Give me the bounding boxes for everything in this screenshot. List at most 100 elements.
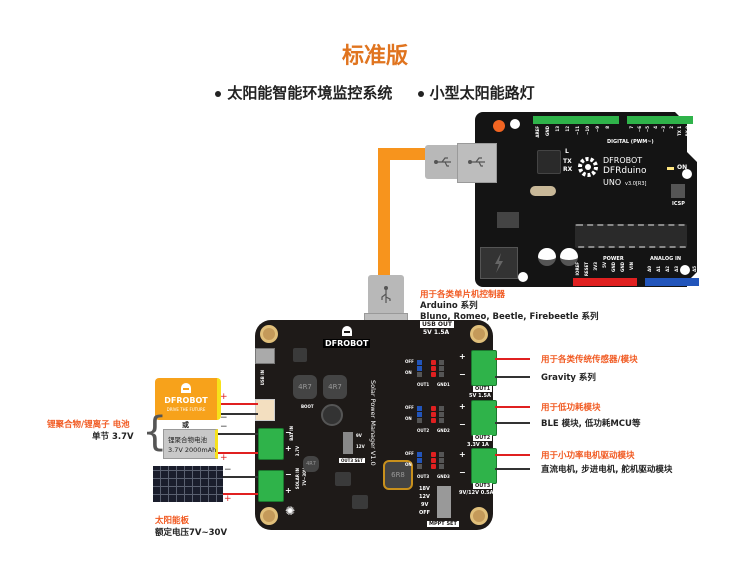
- analog-pin-label: A4: [683, 266, 688, 272]
- pin: [439, 412, 444, 417]
- out1-note-orange: 用于各类传统传感器/模块: [541, 355, 638, 365]
- analog-pin-label: A2: [665, 266, 670, 272]
- reset-button[interactable]: [493, 120, 505, 132]
- bat-voltage: 3.7V: [295, 446, 300, 457]
- robot-head-icon: [181, 383, 191, 393]
- digital-header-left: [533, 116, 619, 124]
- use-case-list: 太阳能智能环境监控系统 小型太阳能路灯: [0, 82, 750, 103]
- pin: [439, 406, 444, 411]
- mppt-set-label: MPPT SET: [427, 521, 459, 527]
- power-pin-label: IOREF: [575, 262, 580, 276]
- mount-hole: [470, 325, 488, 343]
- pin: [417, 458, 422, 463]
- icsp-header: [671, 184, 685, 198]
- power-pin-label: 3V3: [593, 262, 598, 271]
- battery-plus-wire: [218, 403, 258, 405]
- solar-terminal[interactable]: [258, 470, 284, 502]
- inductor-label: 6R8: [391, 471, 405, 479]
- digital-label: DIGITAL (PWM~): [607, 139, 654, 145]
- alt-battery-spec: 3.7V 2000mAh: [168, 446, 217, 454]
- inductor-large: 6R8: [383, 460, 413, 490]
- inductor-label: 4R7: [306, 461, 316, 467]
- out3-switch[interactable]: [343, 432, 353, 454]
- atmega-chip: [575, 224, 687, 248]
- digital-pin-label: AREF: [535, 126, 540, 138]
- mppt-opt: 18V: [419, 486, 430, 492]
- sun-icon: ✺: [285, 504, 296, 518]
- pin: [431, 372, 436, 377]
- arduino-board: AREF GND 13 12 ~11 ~10 ~9 8 7 ~6 ~5 4 ~3…: [475, 112, 699, 287]
- pin: [431, 406, 436, 411]
- alt-battery-plus-wire: [218, 452, 258, 454]
- icsp-label: ICSP: [672, 201, 685, 207]
- digital-pin-label: ~3: [661, 126, 666, 133]
- output-group-2: OFF ON OUT2 GND2: [405, 404, 465, 444]
- out1-terminal[interactable]: [471, 350, 497, 386]
- pin: [417, 464, 422, 469]
- power-pin-label: GND: [611, 262, 616, 272]
- arduino-version: v3.0[R3]: [625, 181, 647, 187]
- inductor-label: 4R7: [328, 383, 342, 391]
- off-label: OFF: [405, 451, 414, 456]
- out1-plus: +: [459, 352, 466, 361]
- regulator: [497, 212, 519, 228]
- out1-note-black: Gravity 系列: [541, 373, 596, 383]
- digital-pin-label: RX 0: [685, 126, 690, 137]
- board-name: Solar Power Manager V1.0: [369, 380, 377, 466]
- pin: [431, 412, 436, 417]
- alt-battery-minus-wire: [218, 433, 258, 435]
- battery-terminal[interactable]: [258, 428, 284, 460]
- pin: [431, 360, 436, 365]
- digital-pin-label: 2: [669, 126, 674, 129]
- out3-minus: −: [459, 468, 466, 477]
- output-group-1: OFF ON OUT1 GND1: [405, 358, 465, 398]
- usb-cable-top: [378, 148, 430, 160]
- use-case-item: 太阳能智能环境监控系统: [215, 82, 392, 103]
- out2-minus: −: [459, 420, 466, 429]
- controller-note-title: 用于各类单片机控制器: [420, 290, 506, 300]
- arduino-name: DFRduino: [603, 166, 647, 176]
- use-case-text: 小型太阳能路灯: [429, 84, 535, 102]
- use-case-item: 小型太阳能路灯: [417, 82, 535, 103]
- crystal: [530, 186, 556, 196]
- solar-panel-spec: 额定电压7V~30V: [155, 528, 228, 538]
- micro-usb-port[interactable]: [255, 348, 275, 364]
- out2-terminal[interactable]: [471, 400, 497, 436]
- pin: [417, 366, 422, 371]
- out3-terminal[interactable]: [471, 448, 497, 484]
- usb-plug-body: [457, 143, 497, 183]
- analog-pin-label: A5: [692, 266, 697, 272]
- out-pin-label: OUT2: [417, 428, 430, 433]
- out2-label: OUT2: [473, 435, 493, 441]
- arduino-brand: DFROBOT: [603, 156, 643, 165]
- analog-label: ANALOG IN: [650, 256, 682, 262]
- bullet-icon: [417, 90, 424, 97]
- dc-jack: [480, 247, 518, 279]
- off-label: OFF: [405, 359, 414, 364]
- on-label: ON: [405, 462, 412, 467]
- out1-minus: −: [459, 370, 466, 379]
- power-pin-label: VIN: [629, 262, 634, 270]
- pin: [439, 360, 444, 365]
- solar-in-label: SOLAR IN: [295, 468, 300, 490]
- analog-pin-label: A0: [647, 266, 652, 272]
- mount-hole: [470, 507, 488, 525]
- boot-button[interactable]: [321, 404, 343, 426]
- pin: [417, 360, 422, 365]
- usb-out-spec: 5V 1.5A: [423, 329, 450, 336]
- bullet-icon: [215, 90, 222, 97]
- mppt-opt: 12V: [419, 494, 430, 500]
- out2-plus-wire: [495, 406, 530, 408]
- out2-plus: +: [459, 402, 466, 411]
- out3-spec: 9V/12V 0.5A: [459, 490, 494, 496]
- page-title: 标准版: [341, 44, 408, 69]
- out2-minus-wire: [495, 422, 530, 424]
- battery-note-orange: 锂聚合物/锂离子 电池: [47, 420, 130, 430]
- usb-cable: [378, 148, 390, 276]
- mppt-dip-switch[interactable]: [437, 486, 451, 518]
- analog-pin-label: A3: [674, 266, 679, 272]
- solar-panel-title: 太阳能板: [155, 516, 190, 526]
- digital-pin-label: ~10: [585, 126, 590, 135]
- led-rx-label: RX: [563, 166, 573, 173]
- analog-pin-label: A1: [656, 266, 661, 272]
